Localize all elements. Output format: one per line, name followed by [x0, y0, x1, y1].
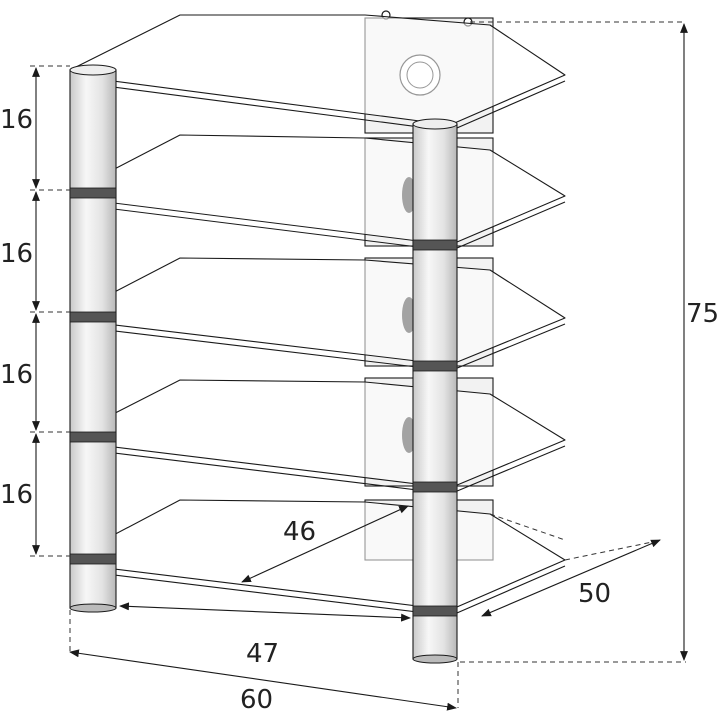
dimension-labels: 16 16 16 16 75 46 50 47 60	[0, 105, 719, 715]
shelf-gap-4-label: 16	[0, 480, 33, 510]
shelf-gap-1-label: 16	[0, 105, 33, 135]
glass-shelves	[69, 14, 566, 617]
inner-depth-label: 46	[283, 517, 316, 547]
extension-lines	[30, 21, 686, 708]
inner-width-label: 47	[246, 639, 279, 669]
total-height-label: 75	[686, 299, 719, 329]
overall-width-label: 60	[240, 685, 273, 715]
shelf-gap-3-label: 16	[0, 360, 33, 390]
shelf-5	[69, 499, 566, 611]
right-pillar	[412, 118, 458, 664]
shelf-gap-2-label: 16	[0, 239, 33, 269]
outer-depth-label: 50	[578, 579, 611, 609]
shelf-1	[69, 14, 566, 126]
dimension-lines	[32, 23, 688, 711]
left-pillar	[69, 64, 117, 613]
